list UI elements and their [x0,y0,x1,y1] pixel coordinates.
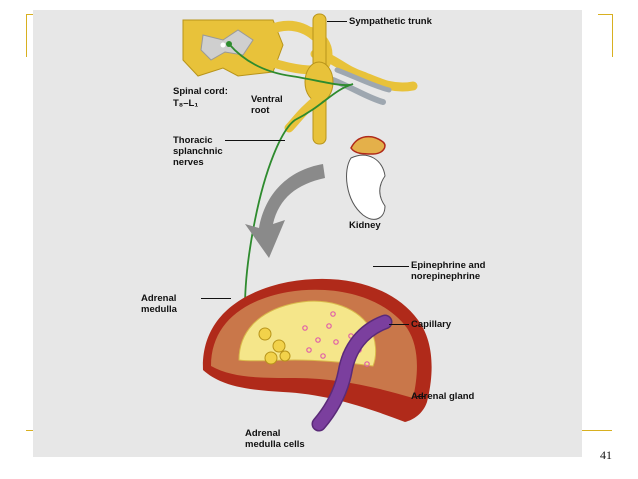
label-thoracic-line3: nerves [173,157,204,168]
label-sympathetic-trunk: Sympathetic trunk [349,16,432,27]
label-spinal-cord-line1: Spinal cord: [173,86,228,97]
curved-arrow-icon [245,164,325,258]
adrenal-medulla-figure: Sympathetic trunk Spinal cord: T₈–L₁ Ven… [33,10,582,457]
bottom-left-divider [26,430,34,431]
label-thoracic-line1: Thoracic [173,135,213,146]
label-thoracic-line2: splanchnic [173,146,223,157]
page-number: 41 [600,448,612,462]
label-kidney: Kidney [349,220,381,231]
kidney-illustration [346,135,386,220]
label-capillary: Capillary [411,319,452,330]
figure-illustration [182,13,432,432]
top-right-corner-bracket [598,14,613,57]
label-ventral-root-line1: Ventral [251,94,283,105]
label-ventral-root-line2: root [251,105,270,116]
label-adrenal-medulla-line2: medulla [141,304,177,315]
label-medulla-cells-line2: medulla cells [245,439,305,450]
adrenal-gland-section [202,278,432,432]
label-spinal-cord-line2: T₈–L₁ [173,98,199,109]
bottom-right-divider [582,430,612,431]
label-medulla-cells-line1: Adrenal [245,428,281,439]
label-epinephrine-line2: norepinephrine [411,271,481,282]
label-adrenal-gland: Adrenal gland [411,391,475,402]
label-epinephrine-line1: Epinephrine and [411,260,486,271]
splanchnic-nerve-fiber [228,43,354,341]
label-adrenal-medulla-line1: Adrenal [141,293,177,304]
